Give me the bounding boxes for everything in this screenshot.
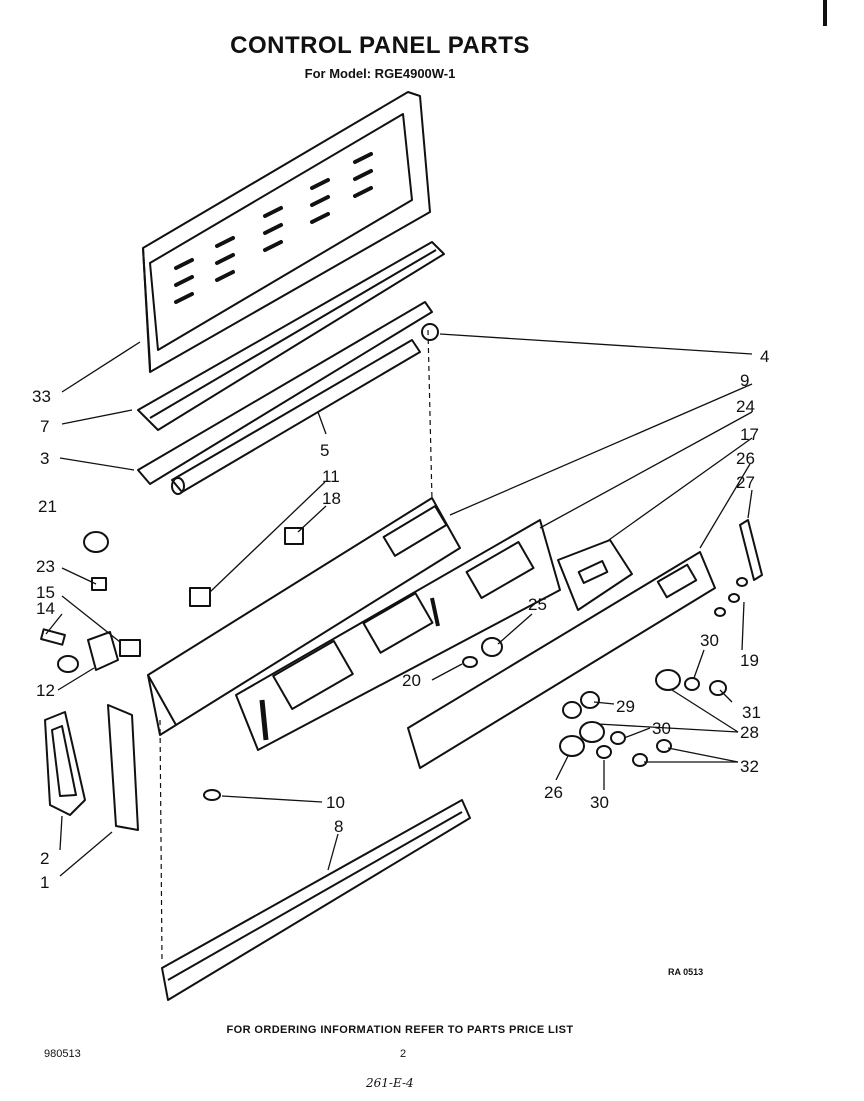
callout-label: 3 (40, 449, 49, 468)
callout-label: 18 (322, 489, 341, 508)
callout-label: 27 (736, 473, 755, 492)
callout-label: 7 (40, 417, 49, 436)
callout-label: 30 (590, 793, 609, 812)
document-number: 980513 (44, 1048, 81, 1060)
callout-label: 1 (40, 873, 49, 892)
callout-label: 12 (36, 681, 55, 700)
part-2-gasket (44, 711, 86, 816)
part-27-rod (739, 519, 763, 581)
page-title: CONTROL PANEL PARTS (230, 32, 530, 59)
part-24-faceplate (235, 519, 561, 751)
callout-label: 11 (322, 467, 340, 486)
handwritten-note: 261-E-4 (366, 1076, 414, 1090)
callout-label: 15 (36, 583, 55, 602)
page-edge-mark (823, 0, 827, 26)
callout-label: 5 (320, 441, 329, 460)
part-33-back-panel (142, 91, 431, 373)
callout-label: 33 (32, 387, 51, 406)
callout-label: 29 (616, 697, 635, 716)
callout-label: 21 (38, 497, 57, 516)
callout-label: 25 (528, 595, 547, 614)
callout-label: 8 (334, 817, 343, 836)
page-number: 2 (400, 1048, 407, 1060)
callout-label: 2 (40, 849, 49, 868)
callout-label: 14 (36, 599, 55, 618)
callout-label: 26 (736, 449, 755, 468)
callout-labels: 33 7 3 5 4 9 24 17 26 27 11 18 21 23 15 … (32, 347, 769, 892)
knobs (481, 637, 727, 767)
callout-label: 23 (36, 557, 55, 576)
drawing-code: RA 0513 (668, 967, 704, 977)
callout-label: 32 (740, 757, 759, 776)
callout-label: 4 (760, 347, 769, 366)
callout-label: 9 (740, 371, 749, 390)
callout-label: 28 (740, 723, 759, 742)
model-subtitle: For Model: RGE4900W-1 (304, 66, 456, 81)
callout-label: 10 (326, 793, 345, 812)
callout-label: 31 (742, 703, 761, 722)
part-26-console (407, 551, 716, 769)
callout-label: 26 (544, 783, 563, 802)
small-parts (40, 323, 748, 801)
callout-label: 30 (652, 719, 671, 738)
part-9-control-housing (147, 497, 461, 736)
callout-label: 20 (402, 671, 421, 690)
callout-label: 30 (700, 631, 719, 650)
part-8-bottom-trim (161, 799, 471, 1001)
callout-label: 24 (736, 397, 755, 416)
ordering-note: FOR ORDERING INFORMATION REFER TO PARTS … (226, 1024, 574, 1036)
part-1-bracket (107, 704, 139, 831)
leader-lines (45, 333, 753, 877)
part-5-tube (171, 339, 421, 493)
part-3-bracket (137, 301, 433, 485)
part-17-clock (557, 539, 633, 611)
callout-label: 17 (740, 425, 759, 444)
callout-label: 19 (740, 651, 759, 670)
